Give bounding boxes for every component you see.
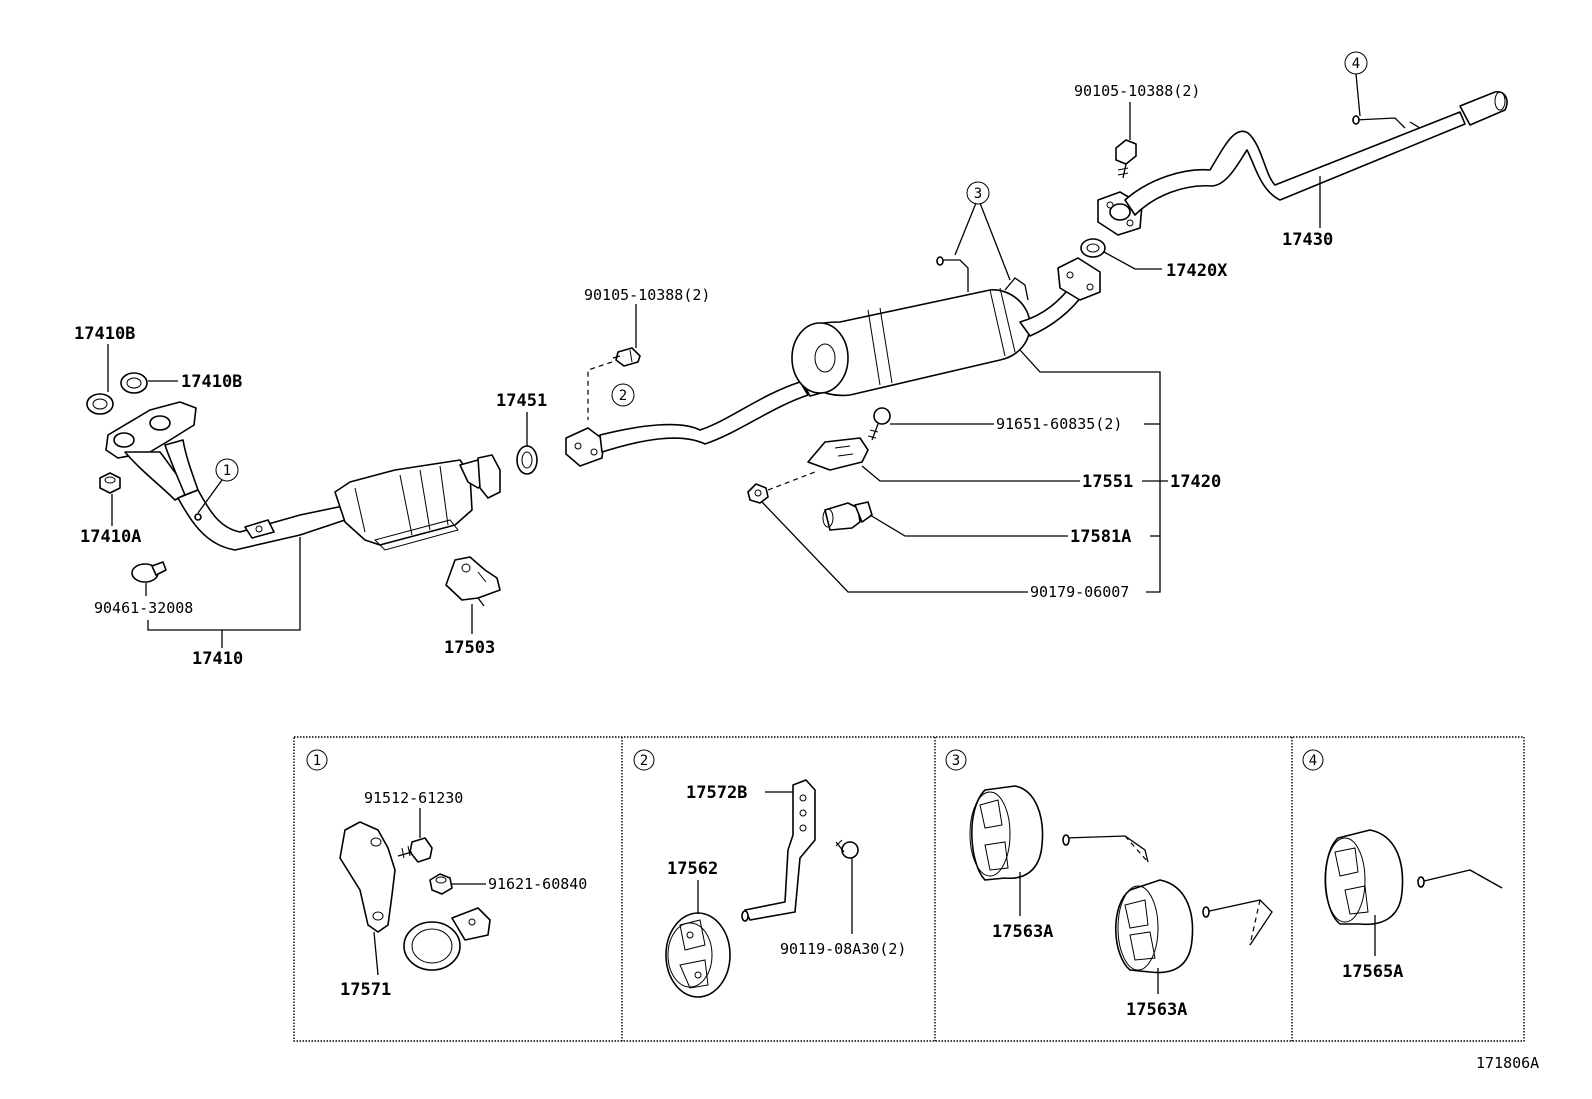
svg-text:2: 2 bbox=[619, 388, 627, 404]
label-91651-60835: 91651-60835(2) bbox=[996, 415, 1122, 433]
label-17563a-lower: 17563A bbox=[1126, 1000, 1187, 1020]
svg-text:3: 3 bbox=[974, 186, 982, 202]
svg-text:3: 3 bbox=[952, 753, 960, 769]
label-90461-32008: 90461-32008 bbox=[94, 599, 193, 617]
cushion-17581a[interactable] bbox=[822, 501, 873, 531]
leader-lines bbox=[107, 73, 1361, 648]
bolt-91651-60835[interactable] bbox=[867, 407, 891, 441]
clamp-90461-32008[interactable] bbox=[131, 561, 167, 583]
label-17551: 17551 bbox=[1082, 472, 1133, 492]
label-90105-10388-front: 90105-10388(2) bbox=[584, 286, 710, 304]
bolt-90119-08a30[interactable] bbox=[835, 839, 859, 859]
svg-text:1: 1 bbox=[223, 463, 231, 479]
callout-2: 2 bbox=[611, 383, 635, 407]
detail-boxes bbox=[293, 736, 1525, 1042]
detail-1: 1 91512-61230 91621-60840 17571 bbox=[306, 749, 587, 1000]
label-17430: 17430 bbox=[1282, 230, 1333, 250]
svg-text:2: 2 bbox=[640, 753, 648, 769]
center-pipe[interactable] bbox=[565, 371, 833, 467]
detail-2: 2 17572B 17562 90119-08A30(2) bbox=[633, 749, 906, 998]
label-91621-60840: 91621-60840 bbox=[488, 875, 587, 893]
nut-17410a[interactable] bbox=[99, 472, 121, 494]
bolt-90105-10388-front[interactable] bbox=[612, 347, 641, 367]
hanger-rod-detail-3-lower[interactable] bbox=[1204, 899, 1273, 946]
bracket-17551[interactable] bbox=[807, 437, 869, 471]
cushion-17563a-lower[interactable] bbox=[1114, 879, 1194, 974]
nut-90179-06007[interactable] bbox=[747, 483, 769, 504]
label-17572b: 17572B bbox=[686, 783, 747, 803]
front-exhaust-pipe[interactable] bbox=[105, 401, 349, 551]
clamp-detail-1[interactable] bbox=[403, 907, 491, 971]
bracket-17503[interactable] bbox=[445, 556, 501, 607]
label-17420: 17420 bbox=[1170, 472, 1221, 492]
label-90119-08a30: 90119-08A30(2) bbox=[780, 940, 906, 958]
label-17565a: 17565A bbox=[1342, 962, 1403, 982]
label-90105-10388-rear: 90105-10388(2) bbox=[1074, 82, 1200, 100]
detail-4: 4 17565A bbox=[1302, 749, 1503, 982]
gasket-17420x[interactable] bbox=[1080, 238, 1106, 258]
label-17410b-right: 17410B bbox=[181, 372, 242, 392]
tail-pipe[interactable] bbox=[1097, 90, 1508, 236]
cushion-17565a[interactable] bbox=[1324, 829, 1404, 926]
label-17410b-left: 17410B bbox=[74, 324, 135, 344]
label-90179-06007: 90179-06007 bbox=[1030, 583, 1129, 601]
label-91512-61230: 91512-61230 bbox=[364, 789, 463, 807]
bolt-91512-61230[interactable] bbox=[397, 837, 433, 863]
cushion-17563a-upper[interactable] bbox=[969, 785, 1044, 881]
bolt-91621-60840[interactable] bbox=[429, 873, 453, 895]
label-17451: 17451 bbox=[496, 391, 547, 411]
label-17420x: 17420X bbox=[1166, 261, 1228, 281]
hanger-rod-detail-4[interactable] bbox=[1419, 869, 1503, 889]
bracket-17572b[interactable] bbox=[744, 779, 816, 921]
svg-text:4: 4 bbox=[1352, 56, 1360, 72]
bolt-90105-10388-rear[interactable] bbox=[1115, 139, 1137, 179]
gasket-17410b-right[interactable] bbox=[120, 372, 148, 394]
svg-text:1: 1 bbox=[313, 753, 321, 769]
muffler-hanger-rods[interactable] bbox=[936, 256, 1029, 301]
label-17562: 17562 bbox=[667, 859, 718, 879]
catalytic-converter[interactable] bbox=[334, 454, 501, 551]
diagram-id: 171806A bbox=[1476, 1054, 1539, 1072]
label-17410a: 17410A bbox=[80, 527, 141, 547]
label-17503: 17503 bbox=[444, 638, 495, 658]
cushion-17562[interactable] bbox=[665, 912, 731, 998]
label-17563a-upper: 17563A bbox=[992, 922, 1053, 942]
gasket-17410b-left[interactable] bbox=[86, 393, 114, 415]
label-17410: 17410 bbox=[192, 649, 243, 669]
callout-1: 1 bbox=[215, 458, 239, 482]
gasket-17451[interactable] bbox=[516, 445, 538, 475]
callout-4: 4 bbox=[1344, 51, 1368, 75]
detail-3: 3 17563A 17563A bbox=[945, 749, 1273, 1020]
label-17581a: 17581A bbox=[1070, 527, 1131, 547]
label-17571: 17571 bbox=[340, 980, 391, 1000]
bracket-17571[interactable] bbox=[339, 821, 396, 933]
hanger-rod-detail-3-upper[interactable] bbox=[1064, 835, 1149, 863]
svg-text:4: 4 bbox=[1309, 753, 1317, 769]
callout-3: 3 bbox=[966, 181, 990, 205]
muffler[interactable] bbox=[791, 257, 1101, 397]
